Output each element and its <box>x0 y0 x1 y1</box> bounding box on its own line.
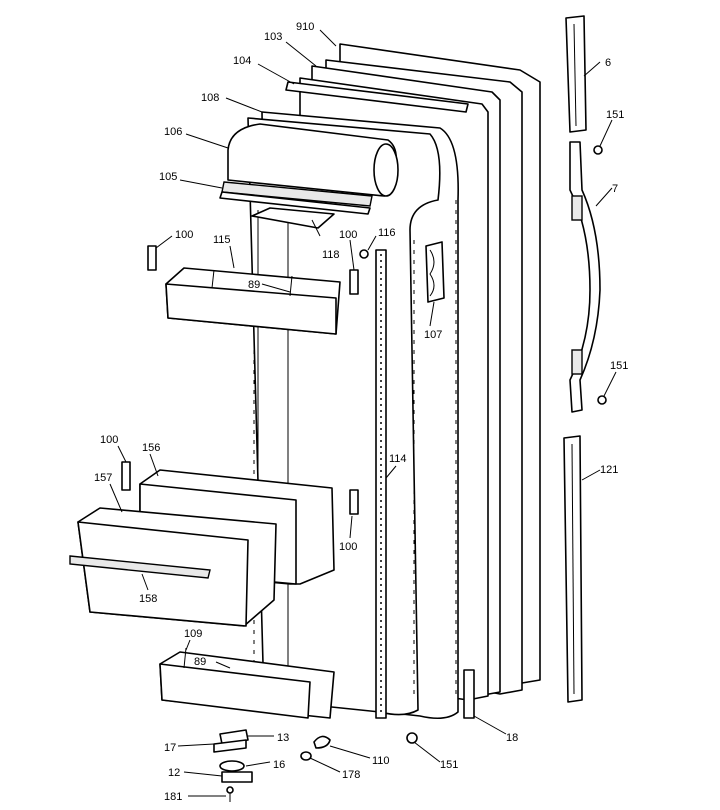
callout-151-middle: 151 <box>610 360 628 372</box>
callout-18: 18 <box>506 732 518 744</box>
callout-158: 158 <box>139 593 157 605</box>
callout-100-middle-left: 100 <box>100 434 118 446</box>
callout-115: 115 <box>213 234 231 246</box>
screw-151-lower <box>406 732 418 744</box>
callout-109: 109 <box>184 628 202 640</box>
callout-89-lower: 89 <box>194 656 206 668</box>
callout-6: 6 <box>605 57 611 69</box>
callout-104: 104 <box>233 55 251 67</box>
callout-89-upper: 89 <box>248 279 260 291</box>
callout-103: 103 <box>264 31 282 43</box>
callout-labels: 910 103 104 108 106 105 100 115 118 100 … <box>94 21 628 803</box>
callout-13: 13 <box>277 732 289 744</box>
shelf-clip-middle-left <box>121 461 131 491</box>
handle-trim-lower <box>563 435 583 703</box>
callout-178: 178 <box>342 769 360 781</box>
callout-17: 17 <box>164 742 176 754</box>
callout-107: 107 <box>424 329 442 341</box>
callout-16: 16 <box>273 759 285 771</box>
callout-7: 7 <box>612 183 618 195</box>
callout-156: 156 <box>142 442 160 454</box>
shelf-bin-upper <box>165 267 341 335</box>
callout-151-lower: 151 <box>440 759 458 771</box>
leader-lines <box>109 29 617 797</box>
bottom-strip-18 <box>463 669 475 719</box>
screw-151-upper <box>593 145 603 155</box>
vertical-insert <box>425 241 445 303</box>
callout-100-middle-right: 100 <box>339 541 357 553</box>
callout-116: 116 <box>378 227 396 239</box>
top-trim-strip <box>285 81 469 113</box>
lower-shelf-bin <box>159 647 335 719</box>
callout-181: 181 <box>164 791 182 803</box>
hinge-parts <box>213 729 331 802</box>
screw-116 <box>359 249 369 259</box>
callout-12: 12 <box>168 767 180 779</box>
shelf-clip-upper-right <box>349 269 359 295</box>
callout-121: 121 <box>600 464 618 476</box>
callout-106: 106 <box>164 126 182 138</box>
dairy-trim-strip <box>219 191 371 215</box>
callout-157: 157 <box>94 472 112 484</box>
callout-110: 110 <box>372 755 390 767</box>
callout-118: 118 <box>322 249 340 261</box>
handle-trim-upper <box>565 15 587 133</box>
shelf-clip-upper-left <box>147 245 157 271</box>
bin-157 <box>69 507 277 627</box>
door-handle <box>569 141 601 413</box>
callout-100-upper-left: 100 <box>175 229 193 241</box>
screw-151-middle <box>597 395 607 405</box>
callout-910: 910 <box>296 21 314 33</box>
callout-100-upper-right: 100 <box>339 229 357 241</box>
callout-151-upper: 151 <box>606 109 624 121</box>
callout-108: 108 <box>201 92 219 104</box>
shelf-clip-middle-right <box>349 489 359 515</box>
callout-114: 114 <box>389 453 407 465</box>
dairy-compartment <box>221 123 399 207</box>
callout-105: 105 <box>159 171 177 183</box>
